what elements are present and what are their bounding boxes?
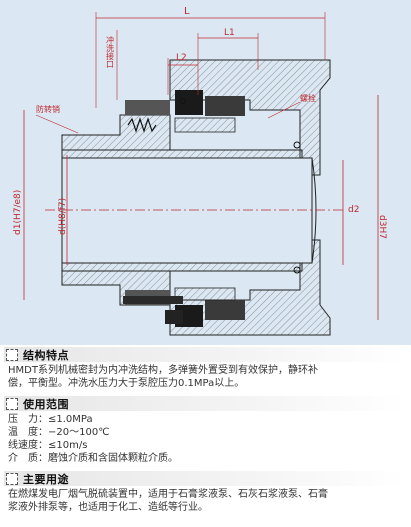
stationary-ring-upper (205, 96, 245, 116)
section-bullet-icon (6, 348, 18, 361)
dim-d1: d1(H7/e8) (13, 190, 23, 235)
shaft (61, 157, 313, 264)
section-body-features: HMDT系列机械密封为内冲洗结构，多弹簧外置受到有效保护，静环补 偿，平衡型。冲… (8, 364, 400, 390)
description-sections: 结构特点 HMDT系列机械密封为内冲洗结构，多弹簧外置受到有效保护，静环补 偿，… (0, 347, 411, 514)
spring-housing-upper (125, 100, 170, 115)
spec-key: 温 度： (8, 427, 48, 438)
spec-row: 温 度： −20～100℃ (8, 426, 400, 439)
dim-L1: L1 (224, 28, 235, 38)
spec-value: ≤1.0MPa (48, 414, 93, 425)
spec-row: 线速度： ≤10m/s (8, 439, 400, 452)
oring-upper-1 (180, 98, 186, 104)
section-title: 结构特点 (23, 348, 69, 362)
bolt-body (123, 296, 183, 304)
sleeve-lower (61, 262, 303, 272)
spec-row: 压 力： ≤1.0MPa (8, 413, 400, 426)
stationary-ring-lower (205, 300, 245, 320)
collar-upper (174, 117, 236, 133)
section-header-features: 结构特点 (4, 347, 407, 362)
dim-d: d(H8/f7) (58, 198, 68, 235)
collar-lower (174, 287, 236, 301)
rotating-ring-upper (175, 90, 203, 115)
section-body-range: 压 力： ≤1.0MPa 温 度： −20～100℃ 线速度： ≤10m/s 介… (8, 413, 400, 465)
text-line: HMDT系列机械密封为内冲洗结构，多弹簧外置受到有效保护，静环补 (8, 365, 318, 376)
text-line: 偿，平衡型。冲洗水压力大于泵腔压力0.1MPa以上。 (8, 378, 245, 389)
section-title: 主要用途 (23, 472, 69, 486)
spec-key: 介 质： (8, 453, 48, 464)
spec-key: 压 力： (8, 414, 48, 425)
section-body-applications: 在燃煤发电厂烟气脱硫装置中，适用于石膏浆液泵、石灰石浆液泵、石膏 浆液外排泵等，… (8, 488, 400, 514)
bolt-label: 螺栓 (300, 93, 316, 103)
dim-L: L (184, 6, 190, 17)
dim-L2: L2 (176, 53, 187, 63)
anti-rotation-pin-label: 防转销 (36, 104, 60, 114)
section-bullet-icon (6, 472, 18, 485)
section-title: 使用范围 (23, 397, 69, 411)
spec-value: ≤10m/s (48, 440, 88, 451)
spring-upper (127, 117, 157, 133)
flush-port-label: 冲洗接口 (106, 35, 115, 68)
oring-upper-2 (293, 141, 301, 149)
oring-lower-1 (293, 266, 301, 274)
text-line: 在燃煤发电厂烟气脱硫装置中，适用于石膏浆液泵、石灰石浆液泵、石膏 (8, 489, 328, 500)
dim-d3: d3H7 (377, 215, 387, 239)
seal-cross-section: L L1 L2 冲洗接口 防转销 螺栓 d1(H7/e8) d(H8/f7) d… (13, 6, 387, 336)
section-header-range: 使用范围 (4, 396, 407, 411)
gland-upper (61, 114, 171, 151)
section-header-applications: 主要用途 (4, 471, 407, 486)
mechanical-seal-drawing: L L1 L2 冲洗接口 防转销 螺栓 d1(H7/e8) d(H8/f7) d… (0, 0, 411, 345)
sleeve-upper (61, 149, 303, 159)
spec-key: 线速度： (8, 440, 48, 451)
section-bullet-icon (6, 397, 18, 410)
text-line: 浆液外排泵等，也适用于化工、造纸等行业。 (8, 502, 208, 513)
spec-value: −20～100℃ (48, 427, 110, 438)
dim-d2: d2 (348, 205, 359, 215)
spec-row: 介 质： 磨蚀介质和含固体颗粒介质。 (8, 452, 400, 465)
bolt-head (165, 310, 183, 324)
spec-value: 磨蚀介质和含固体颗粒介质。 (48, 453, 178, 464)
